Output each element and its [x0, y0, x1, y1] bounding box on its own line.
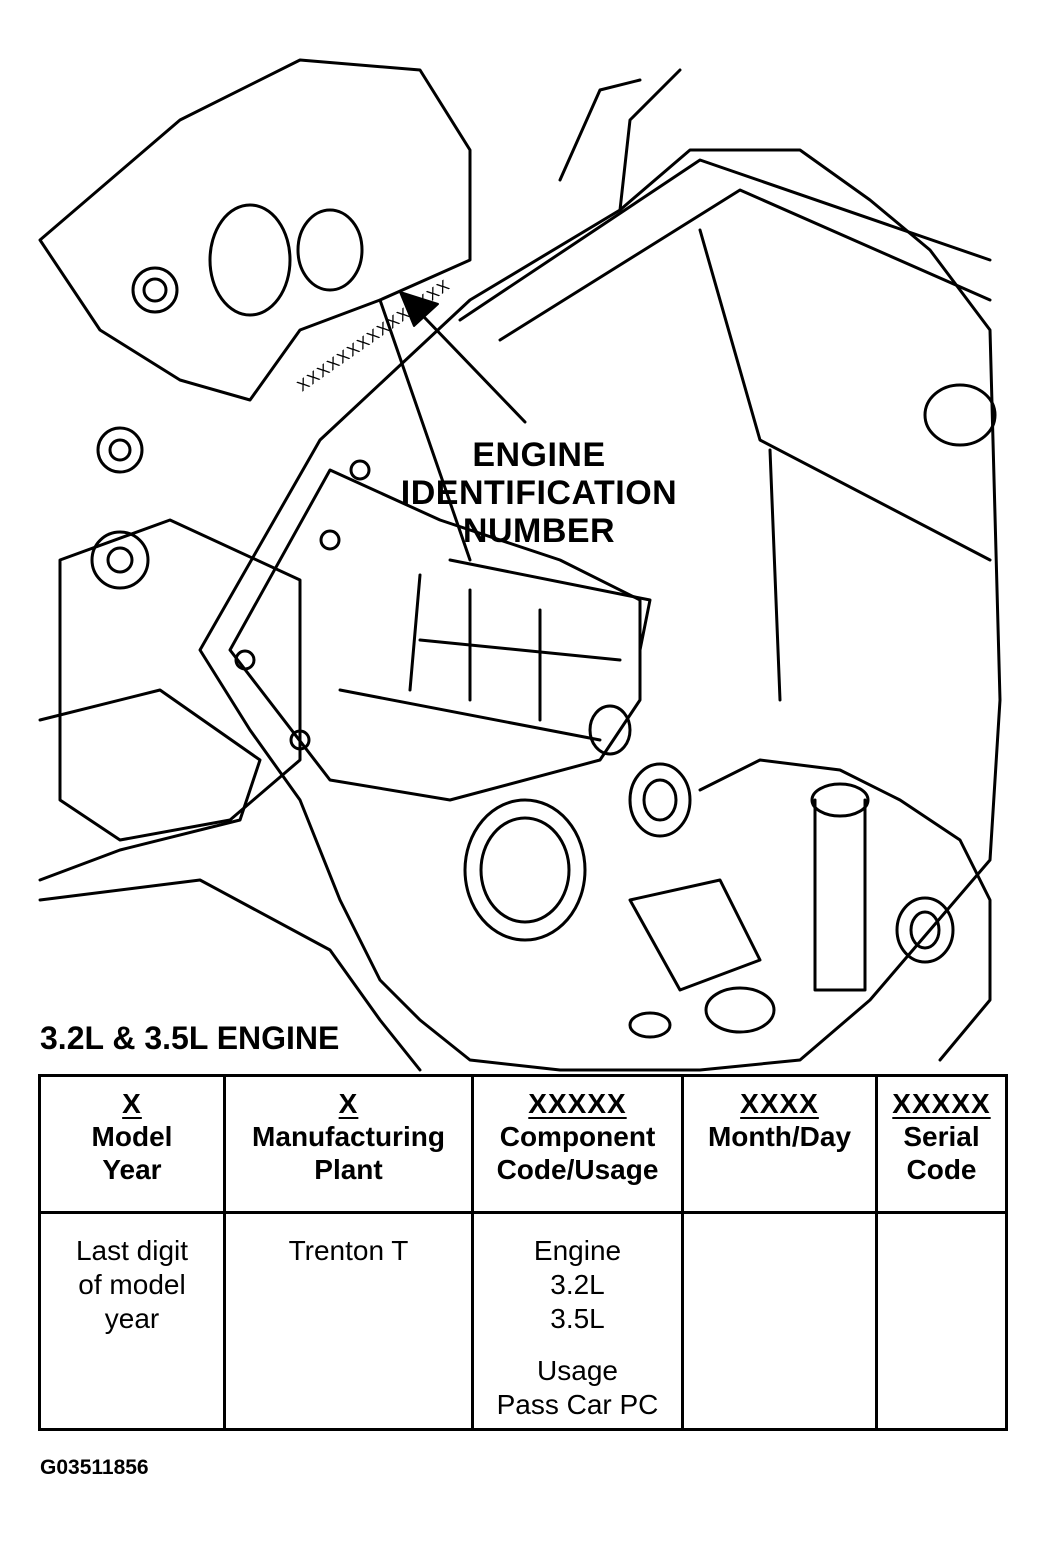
- cell-text: Pass Car PC: [496, 1389, 659, 1420]
- header-label: Model: [91, 1121, 173, 1152]
- engine-block-outline: [198, 148, 1002, 1072]
- pointer-arrow-head: [399, 291, 439, 327]
- cell-text: Usage: [537, 1355, 618, 1386]
- cylinder-head: [38, 58, 472, 402]
- code-placeholder: X: [338, 1088, 359, 1119]
- header-label: Manufacturing: [252, 1121, 445, 1152]
- boss: [923, 383, 997, 447]
- top-rail: [558, 78, 642, 182]
- figure-id: G03511856: [40, 1456, 149, 1479]
- header-month-day: XXXX Month/Day: [681, 1074, 878, 1214]
- header-label: Plant: [314, 1154, 383, 1185]
- cell-text: Engine: [533, 1235, 622, 1266]
- engine-diagram: XXXXXXXXXXXXXXX: [38, 58, 1002, 1072]
- header-label: Code: [906, 1154, 977, 1185]
- cell-text: of model: [78, 1269, 186, 1300]
- code-placeholder: XXXXX: [892, 1088, 991, 1119]
- boss: [463, 798, 587, 942]
- boss: [909, 910, 941, 950]
- cell-text: year: [104, 1303, 160, 1334]
- bolt-head: [289, 729, 311, 751]
- bolt-head: [234, 649, 256, 671]
- engine-title: 3.2L & 3.5L ENGINE: [40, 1020, 340, 1056]
- cell-model-year: Last digit of model year: [38, 1211, 226, 1431]
- block-edge: [698, 228, 992, 562]
- boss: [588, 704, 632, 756]
- boss: [895, 896, 955, 964]
- bolt-head: [108, 438, 132, 462]
- boss: [704, 986, 776, 1034]
- right-housing: [698, 758, 992, 1062]
- bolt-head: [349, 459, 371, 481]
- code-placeholder: XXXXX: [528, 1088, 627, 1119]
- post: [813, 798, 867, 992]
- cover-rib: [448, 558, 652, 652]
- code-placeholder: XXXX: [740, 1088, 819, 1119]
- cell-manufacturing-plant: Trenton T: [223, 1211, 474, 1431]
- header-model-year: X Model Year: [38, 1074, 226, 1214]
- boss: [628, 762, 692, 838]
- callout-line: ENGINE: [472, 436, 606, 474]
- cell-text: Last digit: [75, 1235, 189, 1266]
- header-label: Component: [499, 1121, 656, 1152]
- bolt-head: [142, 277, 168, 303]
- header-serial-code: XXXXX Serial Code: [875, 1074, 1008, 1214]
- top-rail: [458, 158, 992, 322]
- block-edge: [768, 448, 782, 702]
- header-component-code: XXXXX Component Code/Usage: [471, 1074, 684, 1214]
- cell-component-code: Engine 3.2L 3.5L Usage Pass Car PC: [471, 1211, 684, 1431]
- engine-id-code-table: X Model Year X Manufacturing Plant XXXXX…: [38, 1074, 1008, 1431]
- bolt-head: [319, 529, 341, 551]
- pointer-arrow-line: [423, 316, 527, 424]
- bolt-head: [106, 546, 134, 574]
- cover-rib: [418, 638, 622, 662]
- bolt-head: [96, 426, 144, 474]
- post: [628, 878, 762, 992]
- block-edge: [378, 298, 472, 562]
- boss: [810, 782, 870, 818]
- cell-text: Trenton T: [288, 1235, 409, 1266]
- head-port: [208, 203, 292, 317]
- boss: [628, 1011, 672, 1039]
- cell-text: 3.5L: [550, 1303, 605, 1334]
- cell-text: 3.2L: [550, 1269, 605, 1300]
- head-port: [296, 208, 364, 292]
- lower-pipe: [38, 878, 422, 1072]
- mount-bracket: [58, 518, 302, 842]
- cell-serial-code: [875, 1211, 1008, 1431]
- bolt-head: [131, 266, 179, 314]
- header-label: Serial: [903, 1121, 980, 1152]
- lower-pipe: [38, 688, 262, 882]
- boss: [642, 778, 678, 822]
- header-label: Year: [102, 1154, 162, 1185]
- boss: [479, 816, 571, 924]
- code-value-row: Last digit of model year Trenton T Engin…: [38, 1211, 1008, 1431]
- cover-rib: [338, 688, 602, 742]
- header-label: Code/Usage: [496, 1154, 659, 1185]
- code-placeholder: X: [122, 1088, 142, 1119]
- top-rail: [498, 188, 992, 342]
- callout-line: NUMBER: [462, 512, 616, 550]
- bolt-head: [90, 530, 150, 590]
- header-label: Month/Day: [707, 1121, 852, 1152]
- cover-rib: [408, 573, 422, 692]
- code-header-row: X Model Year X Manufacturing Plant XXXXX…: [38, 1074, 1008, 1214]
- engine-id-callout: ENGINE IDENTIFICATION NUMBER: [380, 436, 698, 550]
- header-manufacturing-plant: X Manufacturing Plant: [223, 1074, 474, 1214]
- cell-month-day: [681, 1211, 878, 1431]
- top-rail: [618, 68, 682, 212]
- callout-line: IDENTIFICATION: [400, 474, 678, 512]
